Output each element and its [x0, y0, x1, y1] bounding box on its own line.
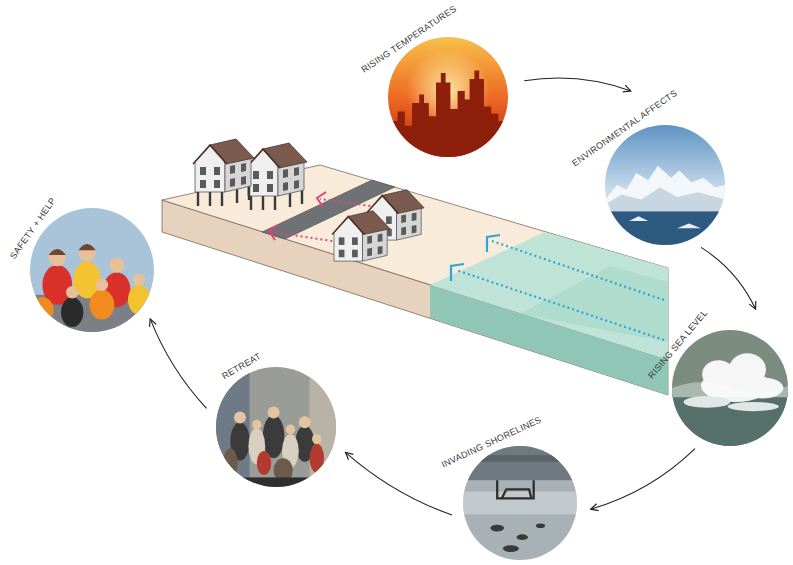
cycle-arrow: [701, 247, 756, 309]
cycle-arrow: [591, 449, 695, 510]
arrow-head: [451, 264, 464, 281]
photo-circle: RETREAT: [216, 367, 336, 487]
photo-circle: RISING TEMPERATURES: [388, 37, 508, 157]
dotted-line: [456, 270, 664, 340]
photo-circle: INVADING SHORELINES: [463, 446, 577, 560]
dotted-line: [492, 241, 664, 300]
slab-top: [162, 165, 668, 360]
stilt-house: [246, 143, 307, 210]
arrow-head: [317, 192, 326, 207]
photo-circle: RISING SEA LEVEL: [672, 330, 788, 446]
cycle-arrow: [524, 78, 631, 91]
arrow-head: [487, 235, 500, 252]
photo: [672, 330, 788, 446]
houses: [193, 139, 424, 261]
photo-circle: ENVIRONMENTAL AFFECTS: [605, 125, 725, 245]
cycle-arrow: [150, 319, 206, 409]
stilt-house: [193, 139, 254, 206]
photo: [216, 367, 336, 487]
cycle-arrow: [346, 452, 453, 515]
arrow-head: [269, 225, 278, 240]
slab: [162, 165, 668, 395]
photo-circle: SAFETY + HELP: [30, 208, 154, 332]
photo: [388, 37, 508, 157]
photo: [463, 446, 577, 560]
sea-arrows: [451, 235, 664, 340]
house: [332, 211, 390, 261]
photo: [30, 208, 154, 332]
photo: [605, 125, 725, 245]
